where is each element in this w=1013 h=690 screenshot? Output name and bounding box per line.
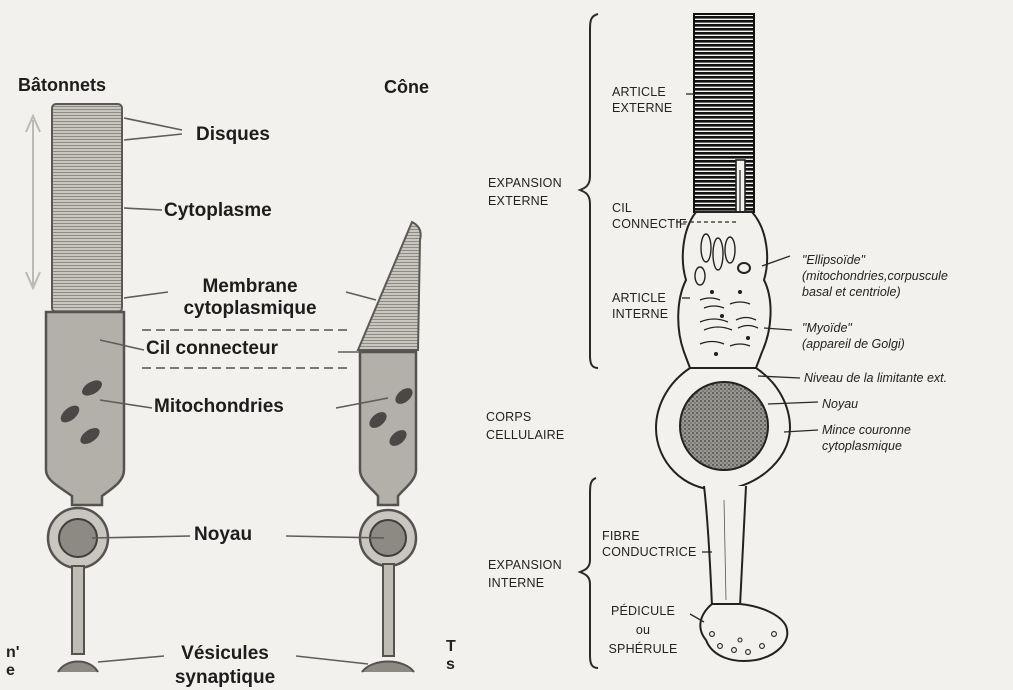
- left-edge-fragment: n' e: [6, 644, 20, 680]
- label-vesicules: Vésicules synaptique: [150, 642, 300, 690]
- label-disques: Disques: [196, 124, 270, 146]
- cone-outer-segment: [358, 222, 421, 350]
- region-corps-cellulaire: CORPS CELLULAIRE: [486, 408, 564, 444]
- nucleus: [680, 382, 768, 470]
- label-cytoplasme: Cytoplasme: [164, 200, 272, 222]
- cone-terminal: [362, 662, 414, 673]
- cone-inner-segment: [360, 352, 416, 505]
- annotation-myoide: "Myoïde" (appareil de Golgi): [802, 320, 905, 352]
- part-fibre-conductrice: FIBRE CONDUCTRICE: [602, 528, 697, 560]
- part-pedicule: PÉDICULE ou SPHÉRULE: [600, 602, 686, 659]
- rod-outer-segment: [52, 104, 122, 312]
- photoreceptor-right: [656, 14, 790, 661]
- rod-axon: [72, 566, 84, 654]
- inner-segment: [678, 212, 770, 368]
- rod-terminal: [58, 662, 98, 673]
- cone-cell: [358, 222, 421, 672]
- brace-expansion-interne: [580, 478, 598, 668]
- label-cil-connecteur: Cil connecteur: [146, 338, 278, 360]
- region-expansion-interne: EXPANSION INTERNE: [488, 556, 562, 592]
- label-noyau: Noyau: [194, 524, 252, 546]
- title-cone: Cône: [384, 76, 429, 98]
- part-article-interne: ARTICLE INTERNE: [612, 290, 668, 322]
- annotation-noyau: Noyau: [822, 396, 858, 412]
- rod-cell: [26, 104, 124, 672]
- title-rod: Bâtonnets: [18, 74, 106, 96]
- part-article-externe: ARTICLE EXTERNE: [612, 84, 672, 116]
- right-braces: [580, 14, 598, 668]
- annotation-couronne: Mince couronne cytoplasmique: [822, 422, 911, 454]
- label-membrane: Membrane cytoplasmique: [150, 276, 350, 320]
- part-cil-connectif: CIL CONNECTIF: [612, 200, 687, 232]
- label-mitochondries: Mitochondries: [154, 396, 284, 418]
- cone-axon: [383, 564, 394, 656]
- annotation-ellipsoide: "Ellipsoïde" (mitochondries,corpuscule b…: [802, 252, 948, 300]
- rod-nucleus: [59, 519, 97, 557]
- region-expansion-externe: EXPANSION EXTERNE: [488, 174, 562, 210]
- rod-inner-segment: [46, 312, 124, 505]
- right-edge-fragment: T s: [446, 638, 456, 674]
- brace-expansion-externe: [580, 14, 598, 368]
- annotation-niveau: Niveau de la limitante ext.: [804, 370, 947, 386]
